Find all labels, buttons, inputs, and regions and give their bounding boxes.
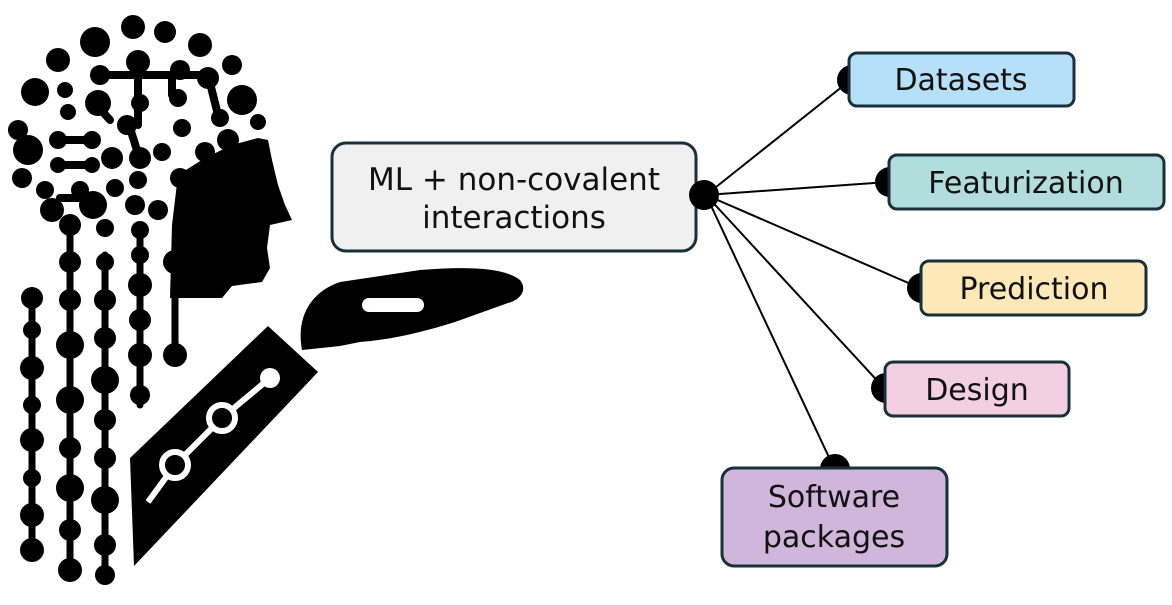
center-node-label-line2: interactions: [422, 200, 606, 236]
node-datasets-box: [847, 51, 1076, 108]
head-dots: [8, 15, 266, 239]
edge-featurization: [705, 181, 889, 196]
node-datasets: Datasets: [837, 51, 1076, 108]
center-node-label-line1: ML + non-covalent: [368, 162, 660, 198]
node-design-box: [883, 360, 1071, 418]
node-prediction-label: Prediction: [959, 272, 1108, 307]
circuit-nodes: [20, 246, 187, 585]
node-prediction-box: [919, 259, 1148, 317]
hand-finger-gap: [362, 298, 424, 312]
center-node: ML + non-covalent interactions: [330, 141, 698, 253]
sleeve-band: [130, 326, 318, 566]
edge-datasets: [705, 81, 849, 196]
node-featurization-label: Featurization: [928, 166, 1124, 201]
node-featurization-box: [887, 153, 1166, 211]
face-silhouette: [170, 138, 292, 298]
node-prediction: Prediction: [907, 259, 1148, 317]
edges: [705, 81, 921, 469]
edge-design: [705, 194, 885, 389]
edge-software: [705, 194, 835, 469]
node-datasets-label: Datasets: [894, 63, 1027, 98]
node-software-box: [720, 466, 949, 568]
node-software-label-line1: Software: [768, 480, 900, 515]
edge-prediction: [705, 194, 921, 289]
ai-head-hand-circuit-icon: [8, 15, 524, 585]
hub-connector-dot: [689, 180, 719, 210]
sleeve-circuit: [145, 368, 280, 504]
node-design: Design: [871, 360, 1071, 418]
node-software-packages: Software packages: [720, 454, 949, 568]
node-featurization: Featurization: [875, 153, 1166, 211]
node-design-label: Design: [925, 373, 1029, 408]
node-software-label-line2: packages: [763, 520, 905, 555]
